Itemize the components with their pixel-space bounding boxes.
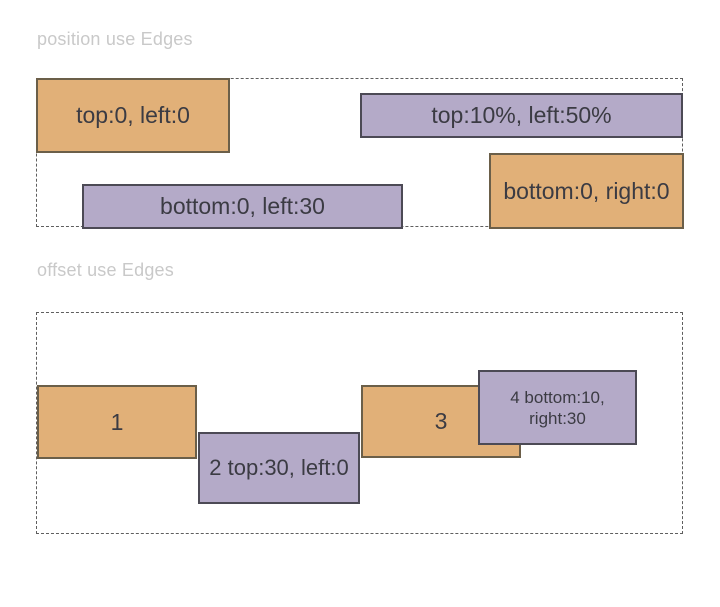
box-label: bottom:0, left:30 <box>160 193 325 219</box>
section-title-position-use-edges: position use Edges <box>37 29 193 49</box>
box-4-bottom10-right30: 4 bottom:10, right:30 <box>478 370 637 445</box>
box-label: 1 <box>110 408 124 435</box>
box-label: 4 bottom:10, right:30 <box>510 387 605 428</box>
box-top10pct-left50pct: top:10%, left:50% <box>360 93 683 138</box>
box-1: 1 <box>37 385 197 459</box>
box-label: bottom:0, right:0 <box>503 177 670 204</box>
position-demo-container: top:0, left:0 top:10%, left:50% bottom:0… <box>36 78 684 229</box>
section-title-offset-use-edges: offset use Edges <box>37 260 174 280</box>
box-label: 2 top:30, left:0 <box>209 455 349 480</box>
box-bottom0-right0: bottom:0, right:0 <box>489 153 684 229</box>
box-top0-left0: top:0, left:0 <box>36 78 230 153</box>
box-2-top30-left0: 2 top:30, left:0 <box>198 432 360 504</box>
box-label: 3 <box>434 408 448 434</box>
offset-demo-container: 1 2 top:30, left:0 3 4 bottom:10, right:… <box>36 312 683 534</box>
box-bottom0-left30: bottom:0, left:30 <box>82 184 403 229</box>
box-label: top:0, left:0 <box>76 102 190 128</box>
box-label: top:10%, left:50% <box>431 102 612 128</box>
